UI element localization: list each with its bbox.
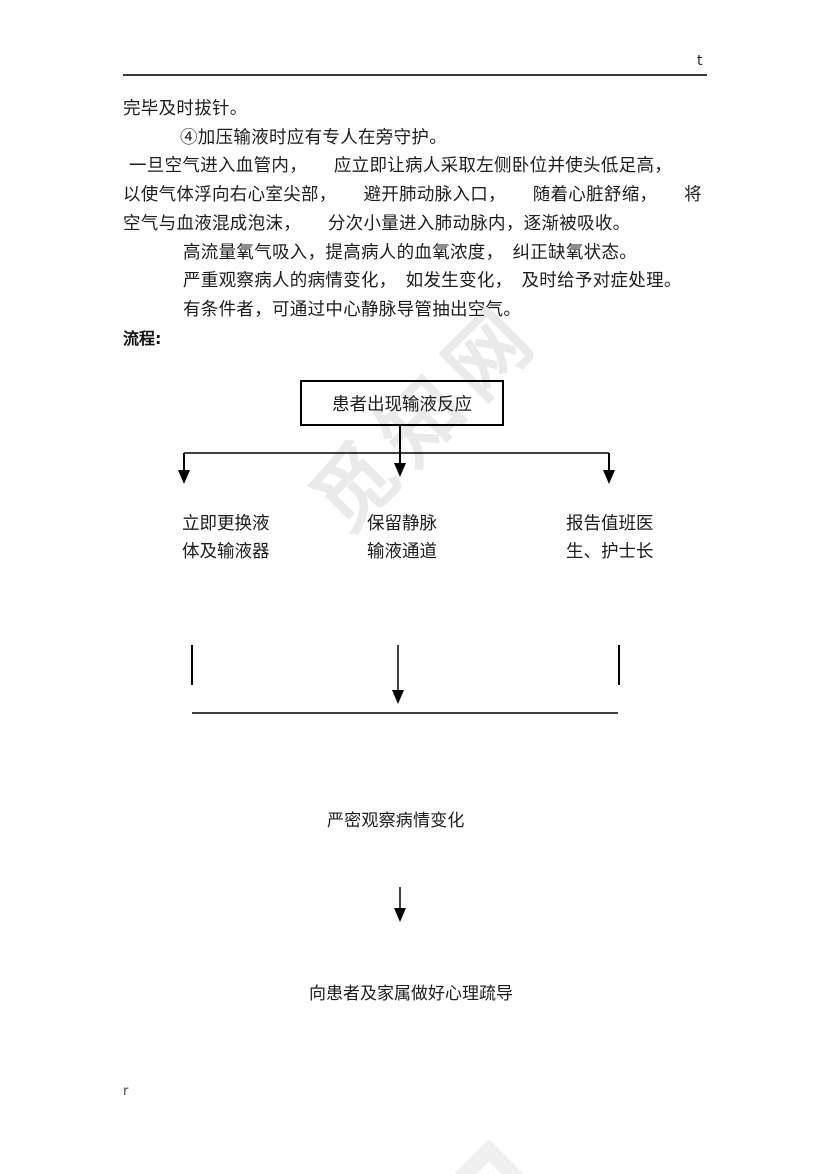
footer-text: r — [123, 1084, 129, 1099]
branch-label-line: 保留静脉 — [367, 514, 437, 534]
paragraph-line: 一旦空气进入血管内， 应立即让病人采取左侧卧位并使头低足高， — [129, 156, 673, 177]
flow-step-observe: 严密观察病情变化 — [327, 811, 465, 831]
branch-label-line: 输液通道 — [367, 541, 437, 562]
paragraph-line: 空气与血液混成泡沫， 分次小量进入肺动脉内，逐渐被吸收。 — [123, 213, 631, 234]
arrowhead-final-icon — [394, 908, 406, 922]
branch-keep-vein: 保留静脉 输液通道 — [367, 511, 437, 566]
header-rule — [123, 74, 707, 76]
paragraph-line: 有条件者，可通过中心静脉导管抽出空气。 — [183, 299, 522, 320]
watermark-bottom: 觅知网 — [104, 1076, 631, 1174]
paragraph-line: 严重观察病人的病情变化， 如发生变化， 及时给予对症处理。 — [183, 271, 682, 292]
paragraph-line: 高流量氧气吸入，提高病人的血氧浓度， 纠正缺氧状态。 — [183, 242, 638, 263]
flow-step-counsel: 向患者及家属做好心理疏导 — [309, 984, 513, 1004]
branch-label-line: 报告值班医 — [566, 514, 654, 534]
arrowhead-left-icon — [178, 470, 190, 484]
branch-label-line: 生、护士长 — [566, 541, 654, 562]
arrowhead-merge-icon — [392, 690, 404, 704]
branch-replace-fluid: 立即更换液 体及输液器 — [182, 511, 270, 566]
branch-report-doctor: 报告值班医 生、护士长 — [566, 511, 654, 566]
arrowhead-right-icon — [603, 470, 615, 484]
body-paragraph: 完毕及时拔针。 ④加压输液时应有专人在旁守护。 一旦空气进入血管内， 应立即让病… — [123, 95, 763, 325]
header-text: t — [697, 53, 703, 69]
flow-start-box-label: 患者出现输液反应 — [332, 395, 472, 415]
branch-label-line: 立即更换液 — [182, 514, 270, 534]
paragraph-line: ④加压输液时应有专人在旁守护。 — [180, 127, 447, 148]
flow-section-label: 流程: — [123, 329, 162, 348]
flow-box-border — [300, 380, 504, 426]
paragraph-line: 完毕及时拔针。 — [123, 99, 248, 119]
flowchart-connectors — [178, 380, 620, 922]
branch-label-line: 体及输液器 — [182, 541, 270, 562]
paragraph-line: 以使气体浮向右心室尖部， 避开肺动脉入口， 随着心脏舒缩， 将 — [123, 185, 702, 206]
arrowhead-center-icon — [394, 463, 406, 477]
